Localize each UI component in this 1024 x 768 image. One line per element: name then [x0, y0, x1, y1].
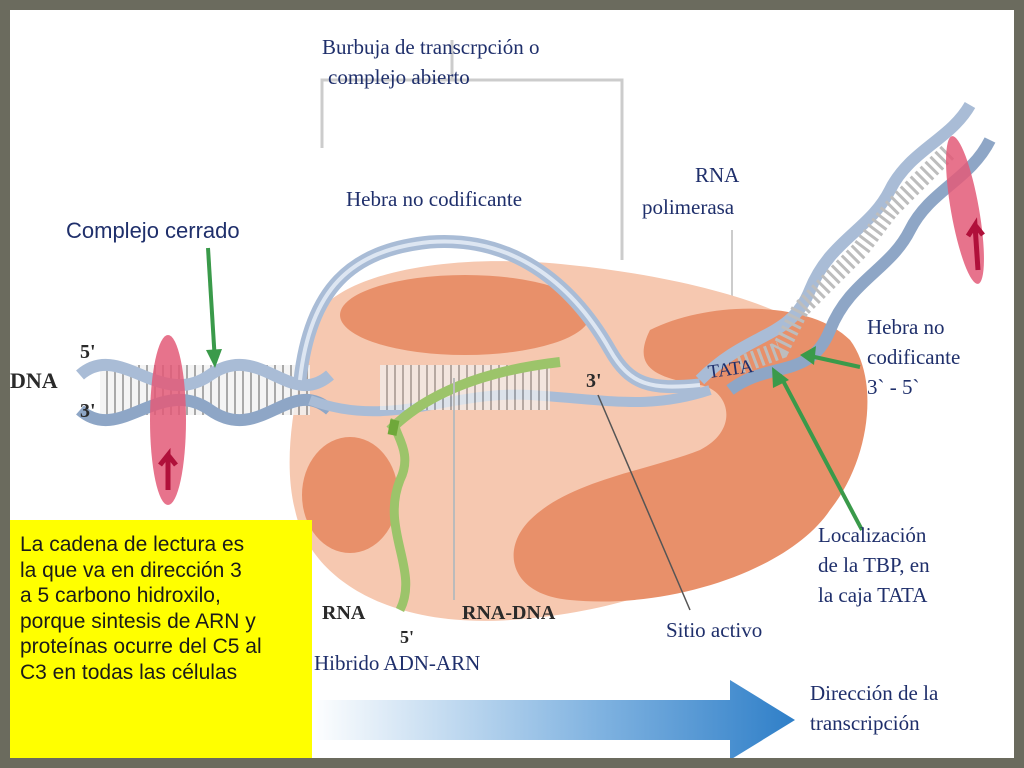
- tbp-label-line3: la caja TATA: [818, 583, 928, 607]
- dna-helix-left: [76, 358, 334, 427]
- direction-arrow: [310, 680, 795, 758]
- tbp-arrow: [778, 374, 864, 531]
- note-line-2: la que va en dirección 3: [20, 558, 242, 582]
- explanation-note: La cadena de lectura es la que va en dir…: [10, 520, 312, 758]
- note-line-3: a 5 carbono hidroxilo,: [20, 584, 221, 607]
- rna-dna-label: RNA-DNA: [462, 602, 556, 624]
- note-line-5: proteínas ocurre del C5 al: [20, 635, 262, 658]
- tbp-label-line2: de la TBP, en: [818, 553, 930, 577]
- noncoding-right-line3: 3` - 5`: [867, 375, 920, 399]
- tata-label: TATA: [706, 355, 755, 384]
- closed-complex-arrow: [206, 247, 217, 363]
- tbp-label-line1: Localización: [818, 523, 927, 547]
- rna-polymerase-label-line2: polimerasa: [642, 195, 735, 219]
- polymerase-top-lobe: [340, 275, 590, 355]
- bubble-label-line1: Burbuja de transcrpción o: [322, 35, 540, 59]
- five-prime-left: 5': [80, 341, 96, 363]
- note-line-1: La cadena de lectura es: [20, 533, 245, 556]
- three-prime-mid: 3': [586, 370, 602, 392]
- rna-exit-strand: [389, 417, 411, 613]
- noncoding-right-line1: Hebra no: [867, 315, 945, 339]
- bubble-bracket: [320, 78, 624, 260]
- noncoding-right-arrow: [809, 354, 861, 369]
- active-site-label: Sitio activo: [666, 618, 763, 642]
- hybrid-label: Hibrido ADN-ARN: [314, 651, 481, 675]
- note-line-6: C3 en todas las células: [20, 660, 238, 684]
- note-line-4: porque sintesis de ARN y: [20, 609, 256, 633]
- transcription-diagram: [76, 40, 996, 758]
- dna-label: DNA: [10, 368, 58, 393]
- bubble-label-line2: complejo abierto: [328, 65, 470, 89]
- five-prime-rna: 5': [400, 627, 415, 647]
- active-site-leader: [597, 394, 691, 611]
- rna-polymerase-label-line1: RNA: [695, 163, 740, 187]
- direction-label-line1: Dirección de la: [810, 681, 939, 705]
- rna-hybrid-strand: [386, 357, 561, 434]
- noncoding-right-line2: codificante: [867, 345, 961, 369]
- rna-label: RNA: [322, 602, 366, 624]
- polymerase-left-lobe: [302, 437, 398, 553]
- direction-label-line2: transcripción: [810, 711, 920, 735]
- closed-complex-label: Complejo cerrado: [66, 218, 240, 243]
- slide: Burbuja de transcrpción o complejo abier…: [10, 10, 1014, 758]
- noncoding-top-label: Hebra no codificante: [346, 187, 523, 211]
- three-prime-left: 3': [80, 400, 96, 422]
